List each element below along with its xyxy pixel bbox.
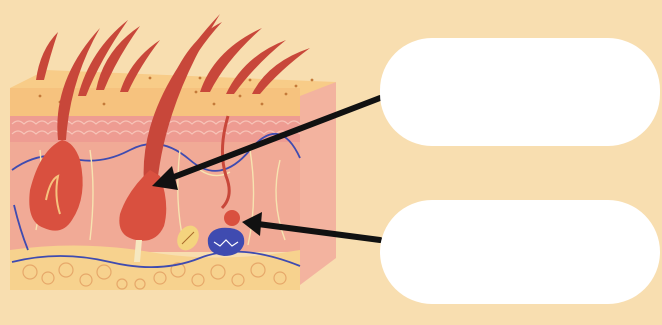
skin-block-side-face xyxy=(300,82,336,285)
label-box-hair-follicle[interactable] xyxy=(380,38,660,146)
sweat-gland-coil xyxy=(224,210,240,226)
label-box-sweat-gland[interactable] xyxy=(380,200,660,304)
nerve-ending xyxy=(208,228,244,256)
